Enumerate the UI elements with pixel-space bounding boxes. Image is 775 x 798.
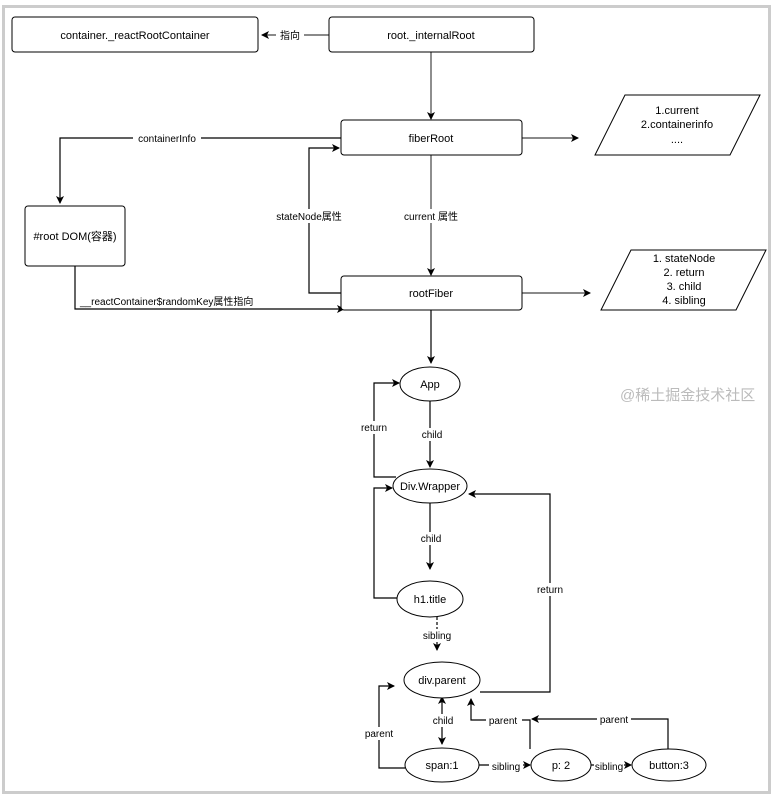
edge-react-container: __reactContainer$randomKey属性指向 — [74, 266, 345, 313]
edge-container-info: containerInfo — [56, 132, 341, 204]
edge-p-sibling: sibling — [591, 760, 632, 773]
edge-div-child: child — [418, 503, 444, 570]
svg-text:2.containerinfo: 2.containerinfo — [641, 119, 713, 131]
svg-text:return: return — [361, 423, 387, 434]
svg-text:2. return: 2. return — [664, 267, 705, 279]
svg-text:sibling: sibling — [423, 631, 451, 642]
node-internal-root: root._internalRoot — [328, 16, 535, 53]
edge-current: current 属性 — [398, 155, 464, 276]
edge-points-to: 指向 — [261, 28, 329, 42]
node-root-dom: #root DOM(容器) — [24, 205, 126, 267]
node-div-wrapper: Div.Wrapper — [392, 468, 468, 504]
watermark: @稀土掘金技术社区 — [620, 387, 755, 404]
svg-text:#root DOM(容器): #root DOM(容器) — [33, 229, 116, 243]
svg-text:child: child — [421, 534, 442, 545]
svg-text:指向: 指向 — [280, 29, 300, 42]
svg-text:container._reactRootContainer: container._reactRootContainer — [60, 30, 210, 42]
edge-span-parent: parent — [362, 682, 405, 769]
edge-h1-sibling: sibling — [419, 617, 455, 651]
svg-text:sibling: sibling — [492, 762, 520, 773]
svg-text:child: child — [433, 716, 454, 727]
svg-text:__reactContainer$randomKey属性指向: __reactContainer$randomKey属性指向 — [79, 295, 253, 308]
node-container: container._reactRootContainer — [11, 16, 259, 53]
svg-text:div.parent: div.parent — [418, 675, 466, 687]
svg-text:return: return — [537, 585, 563, 596]
edge-div-return: return — [358, 379, 400, 478]
edge-p-parent: parent — [467, 698, 531, 749]
edge-parent-child: child — [430, 696, 456, 745]
svg-text:sibling: sibling — [595, 762, 623, 773]
edge-state-node: stateNode属性 — [272, 144, 346, 294]
svg-text:1. stateNode: 1. stateNode — [653, 253, 715, 265]
svg-text:current 属性: current 属性 — [404, 210, 458, 223]
node-div-parent: div.parent — [403, 661, 481, 699]
svg-text:fiberRoot: fiberRoot — [409, 133, 454, 145]
node-span1: span:1 — [404, 747, 480, 783]
svg-text:root._internalRoot: root._internalRoot — [387, 30, 474, 42]
node-fiber-root-props: 1.current 2.containerinfo .... — [594, 94, 761, 156]
edge-span-sibling: sibling — [479, 760, 531, 773]
svg-text:4. sibling: 4. sibling — [662, 295, 705, 307]
svg-text:containerInfo: containerInfo — [138, 134, 196, 145]
svg-text:3. child: 3. child — [667, 281, 702, 293]
svg-text:span:1: span:1 — [425, 760, 458, 772]
svg-text:rootFiber: rootFiber — [409, 288, 453, 300]
node-app: App — [399, 366, 461, 402]
svg-text:parent: parent — [365, 729, 394, 740]
node-p2: p: 2 — [530, 748, 592, 782]
svg-text:button:3: button:3 — [649, 760, 689, 772]
node-root-fiber: rootFiber — [340, 275, 523, 311]
svg-text:h1.title: h1.title — [414, 594, 446, 606]
svg-text:child: child — [422, 430, 443, 441]
node-h1-title: h1.title — [396, 580, 464, 618]
edge-parent-return: return — [468, 490, 566, 693]
svg-text:....: .... — [671, 134, 683, 146]
node-root-fiber-props: 1. stateNode 2. return 3. child 4. sibli… — [600, 249, 767, 311]
node-button3: button:3 — [631, 748, 707, 782]
svg-text:App: App — [420, 379, 440, 391]
svg-text:parent: parent — [600, 715, 629, 726]
svg-text:Div.Wrapper: Div.Wrapper — [400, 481, 460, 493]
edge-h1-return — [373, 484, 397, 599]
edge-app-child: child — [418, 401, 446, 468]
svg-text:1.current: 1.current — [655, 105, 698, 117]
node-fiber-root: fiberRoot — [340, 119, 523, 156]
svg-text:stateNode属性: stateNode属性 — [276, 210, 342, 223]
svg-text:parent: parent — [489, 716, 518, 727]
svg-text:p: 2: p: 2 — [552, 760, 570, 772]
diagram-frame — [2, 5, 771, 794]
edge-button-parent: parent — [531, 713, 669, 749]
